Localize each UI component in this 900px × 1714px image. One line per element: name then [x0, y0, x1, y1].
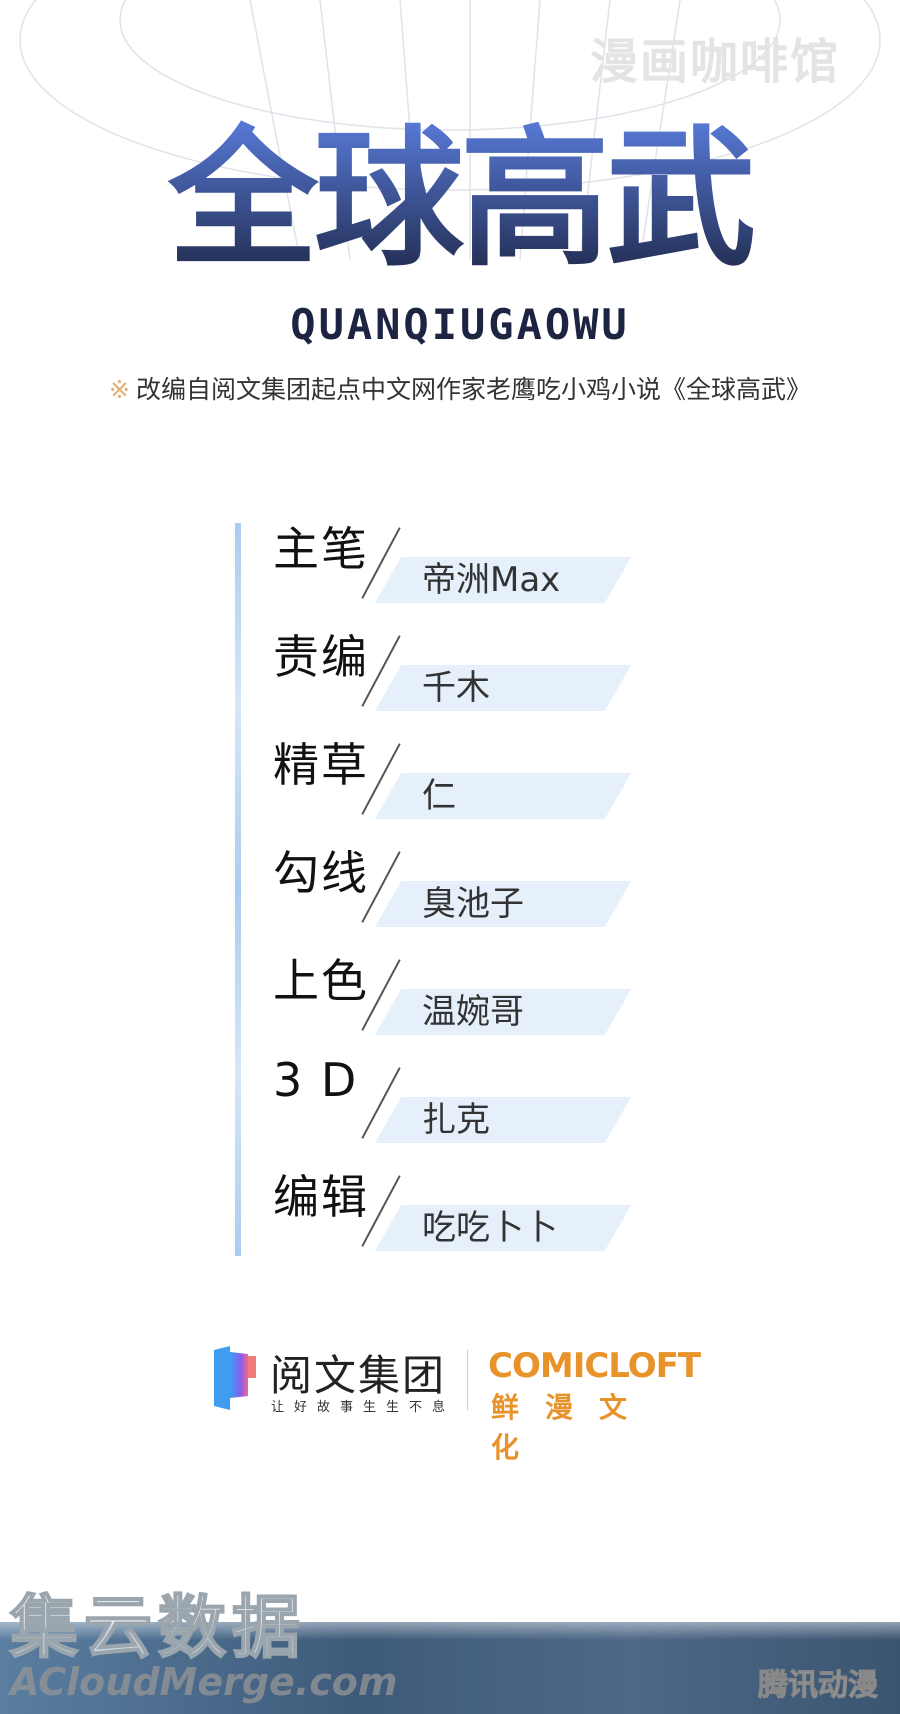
credit-row: 精草 仁 — [270, 721, 670, 829]
credit-role: 勾线 — [273, 846, 369, 900]
name-highlight — [374, 665, 632, 711]
credit-role: 主笔 — [273, 522, 369, 576]
yuewen-logo-icon — [214, 1346, 256, 1410]
credit-row: 3 D 扎克 — [270, 1045, 670, 1153]
logo-divider — [467, 1350, 468, 1410]
credit-name: 臭池子 — [422, 884, 524, 924]
credit-role: 上色 — [273, 954, 369, 1008]
globe-grid-background — [19, 0, 881, 261]
watermark-top: 漫画咖啡馆 — [590, 34, 841, 90]
name-highlight — [374, 1097, 632, 1143]
panel-fade — [0, 1600, 900, 1640]
credit-row: 责编 千木 — [270, 613, 670, 721]
credit-row: 主笔 帝洲Max — [270, 505, 670, 613]
publisher-logos: 阅文集团 让好故事生生不息 COMICLOFT 鲜漫文化 — [205, 1340, 705, 1464]
watermark-cn: 集云数据 — [9, 1588, 307, 1669]
credit-row: 勾线 臭池子 — [270, 829, 670, 937]
comicloft-name: COMICLOFT — [488, 1346, 701, 1386]
credit-role: 编辑 — [273, 1170, 369, 1224]
credit-role: 责编 — [273, 630, 369, 684]
yuewen-slogan: 让好故事生生不息 — [271, 1400, 456, 1415]
reference-mark-icon: ※ — [109, 375, 130, 404]
comicloft-cn-name: 鲜漫文化 — [491, 1391, 654, 1464]
yuewen-name: 阅文集团 — [270, 1351, 447, 1400]
name-highlight — [374, 773, 632, 819]
source-text: 改编自阅文集团起点中文网作家老鹰吃小鸡小说《全球高武》 — [135, 375, 811, 404]
adaptation-source: ※改编自阅文集团起点中文网作家老鹰吃小鸡小说《全球高武》 — [80, 370, 840, 406]
credits-accent-bar — [235, 523, 241, 1256]
credit-role: 精草 — [273, 738, 369, 792]
watermark-en: ACloudMerge.com — [10, 1660, 398, 1704]
credit-name: 吃吃卜卜 — [422, 1208, 558, 1248]
credit-name: 仁 — [422, 776, 456, 816]
tencent-watermark: 腾讯动漫 — [758, 1668, 879, 1704]
credit-name: 扎克 — [422, 1100, 490, 1140]
credit-role: 3 D — [273, 1053, 359, 1107]
comic-title-logo: 全球高武 — [80, 110, 840, 290]
credit-name: 帝洲Max — [422, 560, 561, 600]
title-pinyin: QUANQIUGAOWU — [290, 300, 630, 349]
credit-row: 上色 温婉哥 — [270, 937, 670, 1045]
credit-name: 温婉哥 — [422, 992, 524, 1032]
credit-row: 编辑 吃吃卜卜 — [270, 1153, 670, 1261]
credit-name: 千木 — [422, 668, 490, 708]
